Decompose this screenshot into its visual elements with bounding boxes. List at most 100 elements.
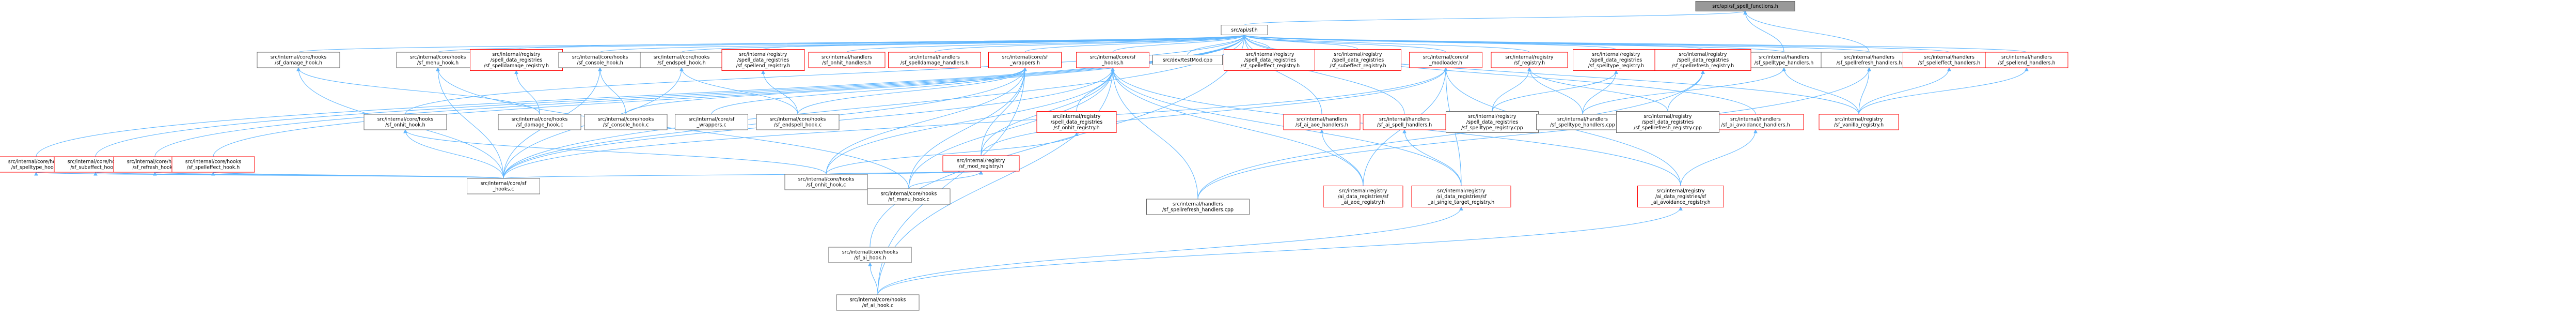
node-label-line: /sf_subeffect_registry.h xyxy=(1330,63,1386,69)
node-spelldamage-registry-h[interactable]: src/internal/registry/spell_data_registr… xyxy=(470,49,563,71)
node-onhit-hook-h[interactable]: src/internal/core/hooks/sf_onhit_hook.h xyxy=(364,114,447,130)
edge-sfapi-h-to-ai-spell-handlers-h xyxy=(1242,34,1405,115)
node-endspell-hook-c[interactable]: src/internal/core/hooks/sf_endspell_hook… xyxy=(756,114,840,130)
edge-arrowhead xyxy=(436,67,440,71)
node-sfapi-h[interactable]: src/api/sf.h xyxy=(1221,25,1268,35)
node-label-line: /spell_data_registries xyxy=(737,57,789,63)
node-label-line: /sf_damage_hook.c xyxy=(516,123,563,128)
node-spelleffect-registry-h[interactable]: src/internal/registry/spell_data_registr… xyxy=(1224,49,1317,71)
node-label-line: /spell_data_registries xyxy=(1051,119,1102,125)
node-ai-avoidance-registry-h[interactable]: src/internal/registry/ai_data_registries… xyxy=(1637,186,1724,207)
edge-arrowhead xyxy=(211,171,215,176)
node-sf-hooks-c[interactable]: src/internal/core/sf_hooks.c xyxy=(467,178,540,194)
node-spellrefresh-registry-cpp[interactable]: src/internal/registry/spell_data_registr… xyxy=(1616,111,1719,133)
node-label-line: /sf_ai_spell_handlers.h xyxy=(1377,123,1432,128)
node-spellrefresh-handlers-cpp[interactable]: src/internal/handlers/sf_spellrefresh_ha… xyxy=(1146,199,1250,215)
edge-wrappers-h-to-mod-registry-h xyxy=(981,67,1027,156)
node-label-line: /ai_data_registries/sf xyxy=(1655,194,1706,200)
node-ai-aoe-handlers-h[interactable]: src/internal/handlers/sf_ai_aoe_handlers… xyxy=(1283,114,1361,130)
node-spelleffect-hook-h[interactable]: src/internal/core/hooks/sf_spelleffect_h… xyxy=(171,156,255,173)
node-spelleffect-handlers-h[interactable]: src/internal/handlers/sf_spelleffect_han… xyxy=(1903,52,1996,68)
node-vanilla-registry-h[interactable]: src/internal/registry/sf_vanilla_registr… xyxy=(1819,114,1899,130)
node-ai-single-target-registry-h[interactable]: src/internal/registry/ai_data_registries… xyxy=(1411,186,1511,207)
node-sf-hooks-h[interactable]: src/internal/core/sf_hooks.h xyxy=(1076,52,1149,68)
node-menu-hook-h[interactable]: src/internal/core/hooks/sf_menu_hook.h xyxy=(396,52,480,68)
node-ai-hook-c[interactable]: src/internal/core/hooks/sf_ai_hook.c xyxy=(836,294,920,311)
node-label-line: src/internal/core/hooks xyxy=(850,297,906,303)
node-label-line: src/internal/core/hooks xyxy=(410,55,466,61)
edge-sfapi-h-to-onhit-hook-h xyxy=(405,34,1246,115)
node-mod-registry-h[interactable]: src/internal/registry/sf_mod_registry.h xyxy=(942,155,1020,172)
node-ai-hook-h[interactable]: src/internal/core/hooks/sf_ai_hook.h xyxy=(828,247,912,263)
node-spellrefresh-registry-h[interactable]: src/internal/registry/spell_data_registr… xyxy=(1654,49,1751,71)
node-ai-avoidance-handlers-h[interactable]: src/internal/handlers/sf_ai_avoidance_ha… xyxy=(1707,114,1804,130)
edge-spellrefresh-registry-h-to-spellrefresh-registry-cpp xyxy=(1667,70,1705,112)
edge-line xyxy=(1244,35,1322,115)
node-ai-spell-handlers-h[interactable]: src/internal/handlers/sf_ai_spell_handle… xyxy=(1363,114,1446,130)
node-label-line: src/internal/handlers xyxy=(1844,55,1894,61)
node-spelltype-registry-cpp[interactable]: src/internal/registry/spell_data_registr… xyxy=(1446,111,1539,133)
edge-line xyxy=(1187,35,1245,55)
node-label-line: /sf_damage_hook.h xyxy=(275,61,322,66)
edge-line xyxy=(981,67,1025,156)
edge-line xyxy=(503,171,982,179)
node-label-line: /ai_data_registries/sf xyxy=(1436,194,1487,200)
edge-line xyxy=(1244,10,1746,26)
node-subeffect-registry-h[interactable]: src/internal/registry/spell_data_registr… xyxy=(1315,49,1401,71)
edge-line xyxy=(981,67,1446,156)
edge-line xyxy=(516,34,1245,50)
edge-arrowhead xyxy=(514,70,518,74)
node-box xyxy=(364,114,447,130)
edge-arrowhead xyxy=(1743,10,1747,14)
node-spelltype-handlers-h[interactable]: src/internal/handlers/sf_spelltype_handl… xyxy=(1741,52,1827,68)
node-onhit-hook-c[interactable]: src/internal/core/hooks/sf_onhit_hook.c xyxy=(784,174,868,190)
node-spelltype-registry-h[interactable]: src/internal/registry/spell_data_registr… xyxy=(1573,49,1660,71)
edge-menu-hook-h-to-sf-hooks-c xyxy=(436,67,504,179)
node-box xyxy=(867,188,951,205)
edge-sf-hooks-h-to-onhit-registry-h xyxy=(1076,67,1115,112)
node-registry-h[interactable]: src/internal/registry/sf_registry.h xyxy=(1491,52,1568,68)
node-onhit-handlers-h[interactable]: src/internal/handlers/sf_onhit_handlers.… xyxy=(808,52,886,68)
node-console-hook-c[interactable]: src/internal/core/hooks/sf_console_hook.… xyxy=(584,114,668,130)
node-console-hook-h[interactable]: src/internal/core/hooks/sf_console_hook.… xyxy=(558,52,642,68)
edge-spellend-registry-h-to-endspell-hook-c xyxy=(761,70,798,115)
node-label-line: src/internal/handlers xyxy=(1297,117,1347,123)
node-label-line: src/internal/registry xyxy=(1835,117,1883,123)
node-damage-hook-c[interactable]: src/internal/core/hooks/sf_damage_hook.c xyxy=(498,114,581,130)
node-spelltype-handlers-cpp[interactable]: src/internal/handlers/sf_spelltype_handl… xyxy=(1536,114,1629,130)
edge-mod-registry-h-to-sf-hooks-c xyxy=(503,170,983,179)
node-label-line: src/internal/registry xyxy=(1334,52,1382,57)
edge-line xyxy=(213,172,504,179)
edge-line xyxy=(877,207,1462,295)
node-label-line: _hooks.c xyxy=(492,187,514,192)
edge-line xyxy=(1321,129,1364,186)
node-damage-hook-h[interactable]: src/internal/core/hooks/sf_damage_hook.h xyxy=(257,52,340,68)
node-menu-hook-c[interactable]: src/internal/core/hooks/sf_menu_hook.c xyxy=(867,188,951,205)
node-label-line: src/internal/handlers xyxy=(1173,202,1223,207)
edge-root-to-sfapi-h xyxy=(1244,10,1747,26)
node-modloader-h[interactable]: src/internal/core/sf_modloader.h xyxy=(1409,52,1482,68)
node-spellend-registry-h[interactable]: src/internal/registry/spell_data_registr… xyxy=(721,49,805,71)
node-testmod-cpp[interactable]: src/dev/testMod.cpp xyxy=(1152,55,1223,65)
node-label-line: src/internal/registry xyxy=(1679,52,1727,57)
node-label-line: /sf_spelltype_handlers.h xyxy=(1755,61,1814,66)
node-box xyxy=(1819,114,1899,130)
edge-line xyxy=(1745,11,1870,53)
node-wrappers-h[interactable]: src/internal/core/sf_wrappers.h xyxy=(988,52,1062,68)
node-onhit-registry-h[interactable]: src/internal/registry/spell_data_registr… xyxy=(1036,111,1117,133)
node-endspell-hook-h[interactable]: src/internal/core/hooks/sf_endspell_hook… xyxy=(640,52,723,68)
node-label-line: /sf_spellrefresh_registry.h xyxy=(1672,63,1734,69)
node-wrappers-c[interactable]: src/internal/core/sf_wrappers.c xyxy=(675,114,748,130)
edge-line xyxy=(1244,35,1405,115)
node-label-line: _modloader.h xyxy=(1429,61,1462,66)
node-spelldamage-handlers-h[interactable]: src/internal/handlers/sf_spelldamage_han… xyxy=(888,52,981,68)
edge-line xyxy=(870,35,1245,248)
node-box xyxy=(558,52,642,68)
node-ai-aoe-registry-h[interactable]: src/internal/registry/ai_data_registries… xyxy=(1323,186,1403,207)
edge-sfapi-h-to-ai-hook-h xyxy=(870,34,1246,248)
node-label-line: /spell_data_registries xyxy=(1590,57,1642,63)
node-box xyxy=(1076,52,1149,68)
edge-ai-single-target-registry-h-to-ai-hook-c xyxy=(877,206,1463,295)
node-spellend-handlers-h[interactable]: src/internal/handlers/sf_spellend_handle… xyxy=(1985,52,2068,68)
edge-arrowhead xyxy=(1753,129,1758,133)
